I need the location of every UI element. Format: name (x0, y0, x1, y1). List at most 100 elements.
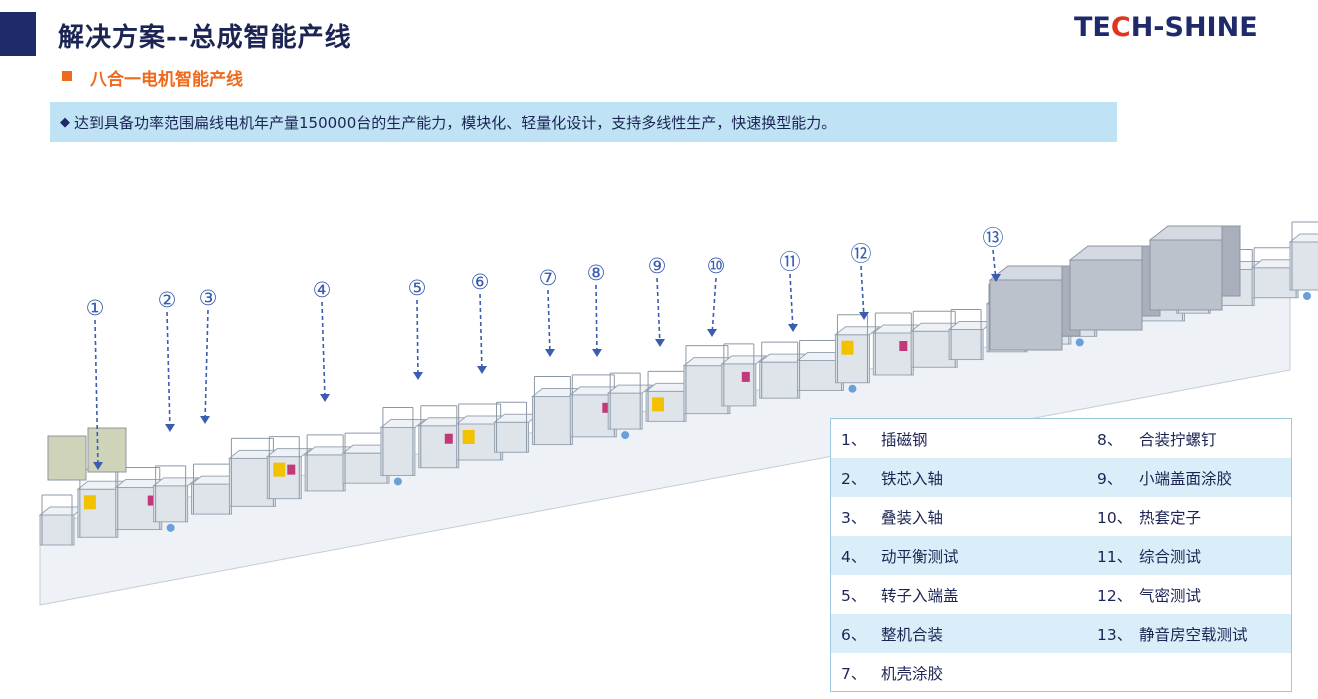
callout-arrowhead (320, 394, 330, 402)
callout-leader-line (416, 299, 419, 379)
callout-leader-line (204, 309, 209, 423)
legend-step-label: 动平衡测试 (881, 547, 959, 566)
callout-leader-line (547, 289, 551, 356)
legend-step-number: 8、 (1097, 430, 1123, 449)
legend-row: 5、转子入端盖 12、气密测试 (831, 575, 1291, 614)
legend-step-label: 综合测试 (1139, 547, 1202, 566)
station-top (1288, 233, 1318, 243)
callout-arrowhead (413, 372, 423, 380)
acoustic-test-room-side (1221, 225, 1241, 297)
station-body (531, 396, 573, 446)
section-bullet-icon (62, 71, 72, 81)
legend-step-number: 13、 (1097, 625, 1133, 644)
acoustic-test-room (989, 279, 1063, 351)
equipment-panel (147, 495, 156, 506)
robot-arm (462, 430, 475, 444)
operator-figure (848, 384, 857, 393)
legend-step-number: 12、 (1097, 586, 1133, 605)
equipment-panel (741, 371, 750, 382)
callout-leader-line (789, 273, 794, 331)
callout-number: ⑫ (851, 242, 872, 266)
equipment-panel (602, 402, 611, 413)
station-body (607, 392, 643, 430)
callout-leader-line (166, 311, 171, 431)
callout-arrowhead (592, 349, 602, 357)
callout-leader-line (711, 277, 717, 336)
equipment-panel (899, 341, 908, 351)
callout-leader-line (479, 293, 483, 373)
callout-number: ⑬ (983, 226, 1004, 250)
callout-number: ⑦ (539, 266, 558, 290)
operator-figure (621, 431, 630, 440)
legend-cell-left: 2、铁芯入轴 (831, 467, 1061, 489)
station-body (759, 361, 801, 399)
station-top (720, 355, 768, 365)
legend-step-label: 插磁钢 (881, 430, 928, 449)
legend-cell-left: 4、动平衡测试 (831, 545, 1061, 567)
callout-leader-line (595, 284, 598, 356)
callout-arrowhead (93, 462, 103, 470)
legend-step-number: 3、 (841, 508, 867, 527)
callout-leader-line (656, 277, 661, 346)
legend-row: 7、机壳涂胶 (831, 653, 1291, 692)
callout-number: ② (158, 288, 177, 312)
station-body (721, 363, 757, 407)
legend-step-number: 2、 (841, 469, 867, 488)
legend-step-label: 转子入端盖 (881, 586, 959, 605)
legend-step-label: 热套定子 (1139, 508, 1202, 527)
legend-step-number: 5、 (841, 586, 867, 605)
station-top (379, 418, 427, 428)
logo-text-part2: H-SHINE (1130, 12, 1258, 43)
callout-leader-line (321, 301, 326, 401)
legend-step-label: 整机合装 (881, 625, 944, 644)
callout-arrowhead (991, 274, 1001, 282)
summary-text: 达到具备功率范围扁线电机年产量150000台的生产能力，模块化、轻量化设计，支持… (74, 113, 837, 132)
acoustic-test-room (1069, 259, 1143, 331)
legend-step-label: 气密测试 (1139, 586, 1202, 605)
equipment-panel (444, 433, 453, 444)
operator-figure (166, 523, 175, 532)
callout-arrowhead (165, 424, 175, 432)
callout-number: ⑩ (707, 254, 726, 278)
section-heading: 八合一电机智能产线 (90, 70, 243, 90)
page-title: 解决方案--总成智能产线 (58, 23, 352, 53)
robot-arm (273, 462, 286, 477)
legend-step-number: 1、 (841, 430, 867, 449)
station-body (494, 421, 530, 453)
legend-step-label: 铁芯入轴 (881, 469, 944, 488)
legend-cell-right: 8、合装拧螺钉 (1061, 428, 1291, 450)
station-body (304, 454, 346, 492)
robot-arm (841, 340, 854, 355)
callout-arrowhead (655, 339, 665, 347)
callout-arrowhead (200, 416, 210, 424)
station-body (380, 426, 416, 476)
station-top (152, 477, 200, 487)
station-body (418, 425, 460, 469)
legend-cell-left: 1、插磁钢 (831, 428, 1061, 450)
station-body (191, 483, 233, 515)
callout-number: ③ (199, 286, 218, 310)
legend-cell-right: 9、小端盖面涂胶 (1061, 467, 1291, 489)
legend-cell-right: 10、热套定子 (1061, 506, 1291, 528)
legend-step-label: 静音房空载测试 (1139, 625, 1248, 644)
robot-arm (83, 495, 96, 510)
station-body (948, 329, 984, 361)
legend-cell-left: 6、整机合装 (831, 623, 1061, 645)
callout-number: ④ (313, 278, 332, 302)
logo-text-part1: TE (1074, 12, 1111, 43)
operator-figure (1075, 338, 1084, 347)
legend-step-label: 机壳涂胶 (881, 664, 944, 683)
robot-arm (652, 397, 665, 412)
callout-arrowhead (477, 366, 487, 374)
legend-cell-right: 13、静音房空载测试 (1061, 623, 1291, 645)
legend-cell-left: 7、机壳涂胶 (831, 662, 1061, 684)
station-body (1289, 241, 1318, 291)
operator-figure (1303, 292, 1311, 300)
legend-cell-right: 11、综合测试 (1061, 545, 1291, 567)
